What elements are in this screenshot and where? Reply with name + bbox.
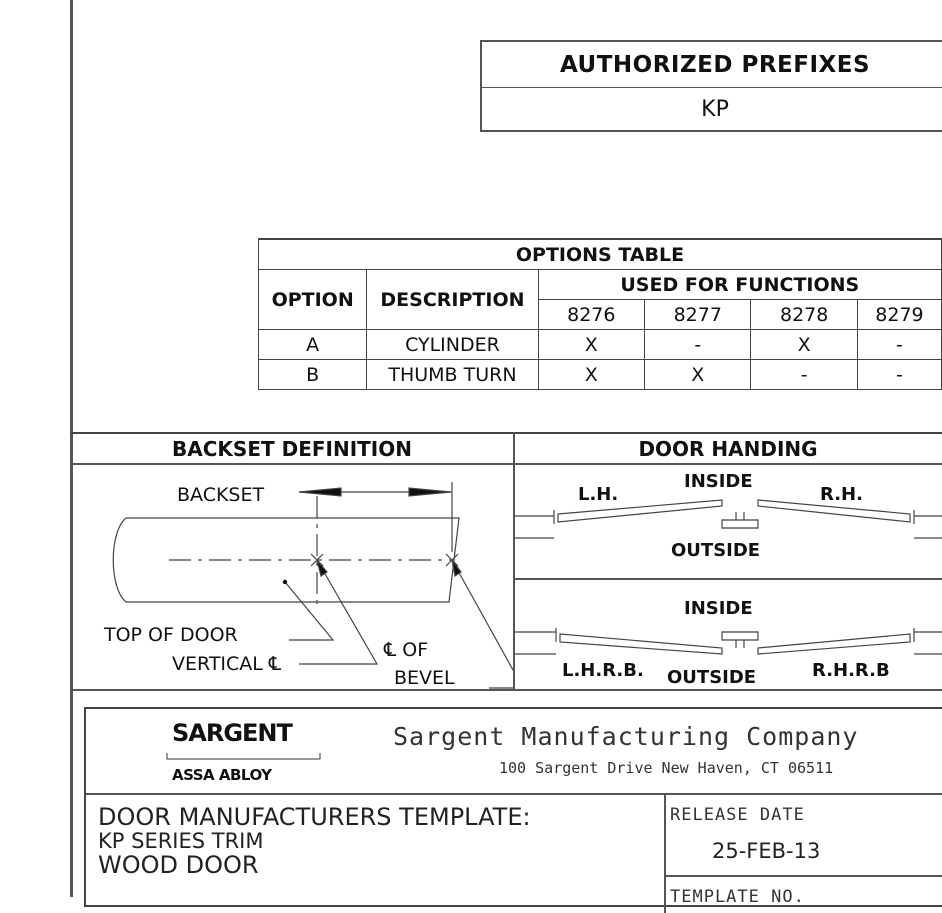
logo-bracket bbox=[166, 753, 321, 760]
sargent-logo: SARGENT bbox=[172, 719, 293, 747]
col-description-header: DESCRIPTION bbox=[366, 269, 539, 330]
table-row: A CYLINDER X - X - bbox=[257, 329, 942, 360]
handing-mid-line bbox=[514, 578, 942, 580]
rhrb-label: R.H.R.B bbox=[812, 660, 890, 681]
table-row: B THUMB TURN X X - - bbox=[257, 359, 942, 390]
options-table-title: OPTIONS TABLE bbox=[258, 238, 942, 270]
assa-abloy-logo: ASSA ABLOY bbox=[172, 766, 272, 784]
function-header: 8277 bbox=[644, 299, 752, 330]
function-header: 8276 bbox=[537, 299, 646, 330]
outside-label-top: OUTSIDE bbox=[671, 540, 761, 561]
mark-cell: - bbox=[644, 329, 752, 360]
template-no-label: TEMPLATE NO. bbox=[670, 887, 805, 907]
mark-cell: - bbox=[750, 359, 858, 390]
section-divider bbox=[513, 432, 515, 690]
company-name: Sargent Manufacturing Company bbox=[393, 722, 859, 751]
title-block: SARGENT ASSA ABLOY Sargent Manufacturing… bbox=[84, 707, 942, 913]
mark-cell: - bbox=[856, 329, 942, 360]
function-header: 8278 bbox=[750, 299, 858, 330]
lh-label: L.H. bbox=[578, 484, 619, 505]
col-option-header: OPTION bbox=[257, 269, 368, 330]
backset-diagram bbox=[112, 482, 513, 689]
company-address: 100 Sargent Drive New Haven, CT 06511 bbox=[499, 759, 834, 777]
release-bottom-line bbox=[664, 875, 942, 877]
lhrb-label: L.H.R.B. bbox=[562, 660, 644, 681]
left-border-line bbox=[70, 0, 73, 897]
mark-cell: - bbox=[856, 359, 942, 390]
mark-cell: X bbox=[537, 329, 646, 360]
title-block-divider bbox=[86, 793, 942, 795]
backset-title: BACKSET DEFINITION bbox=[172, 437, 412, 461]
option-cell: B bbox=[257, 359, 368, 390]
option-cell: A bbox=[257, 329, 368, 360]
section-top-line bbox=[71, 432, 942, 434]
door-handing-diagram bbox=[514, 499, 942, 655]
door-handing-title: DOOR HANDING bbox=[638, 437, 818, 461]
template-line-1: DOOR MANUFACTURERS TEMPLATE: bbox=[98, 803, 531, 831]
template-line-3: WOOD DOOR bbox=[98, 851, 259, 879]
authorized-prefixes-title: AUTHORIZED PREFIXES bbox=[482, 42, 942, 88]
used-for-functions-header: USED FOR FUNCTIONS bbox=[537, 269, 942, 300]
release-divider bbox=[664, 793, 666, 913]
inside-label-top: INSIDE bbox=[684, 471, 753, 492]
mark-cell: X bbox=[750, 329, 858, 360]
description-cell: CYLINDER bbox=[366, 329, 539, 360]
section-header-line bbox=[71, 463, 942, 465]
options-table: OPTIONS TABLE OPTION DESCRIPTION USED FO… bbox=[257, 238, 942, 390]
release-date-value: 25-FEB-13 bbox=[712, 839, 821, 863]
description-cell: THUMB TURN bbox=[366, 359, 539, 390]
bevel-label: BEVEL bbox=[394, 667, 455, 689]
authorized-prefixes-box: AUTHORIZED PREFIXES KP bbox=[480, 40, 942, 132]
release-date-label: RELEASE DATE bbox=[670, 805, 805, 825]
outside-label-bottom: OUTSIDE bbox=[667, 667, 757, 688]
mark-cell: X bbox=[644, 359, 752, 390]
rh-label: R.H. bbox=[820, 484, 863, 505]
vertical-cl-label: VERTICAL ℄ bbox=[172, 653, 282, 675]
cl-of-label: ℄ OF bbox=[384, 639, 429, 661]
section-bottom-line bbox=[71, 689, 942, 691]
function-header: 8279 bbox=[856, 299, 942, 330]
mark-cell: X bbox=[537, 359, 646, 390]
inside-label-bottom: INSIDE bbox=[684, 598, 753, 619]
authorized-prefixes-value: KP bbox=[701, 97, 729, 122]
backset-label: BACKSET bbox=[177, 484, 265, 506]
template-line-2: KP SERIES TRIM bbox=[98, 829, 264, 853]
top-of-door-label: TOP OF DOOR bbox=[104, 624, 238, 646]
